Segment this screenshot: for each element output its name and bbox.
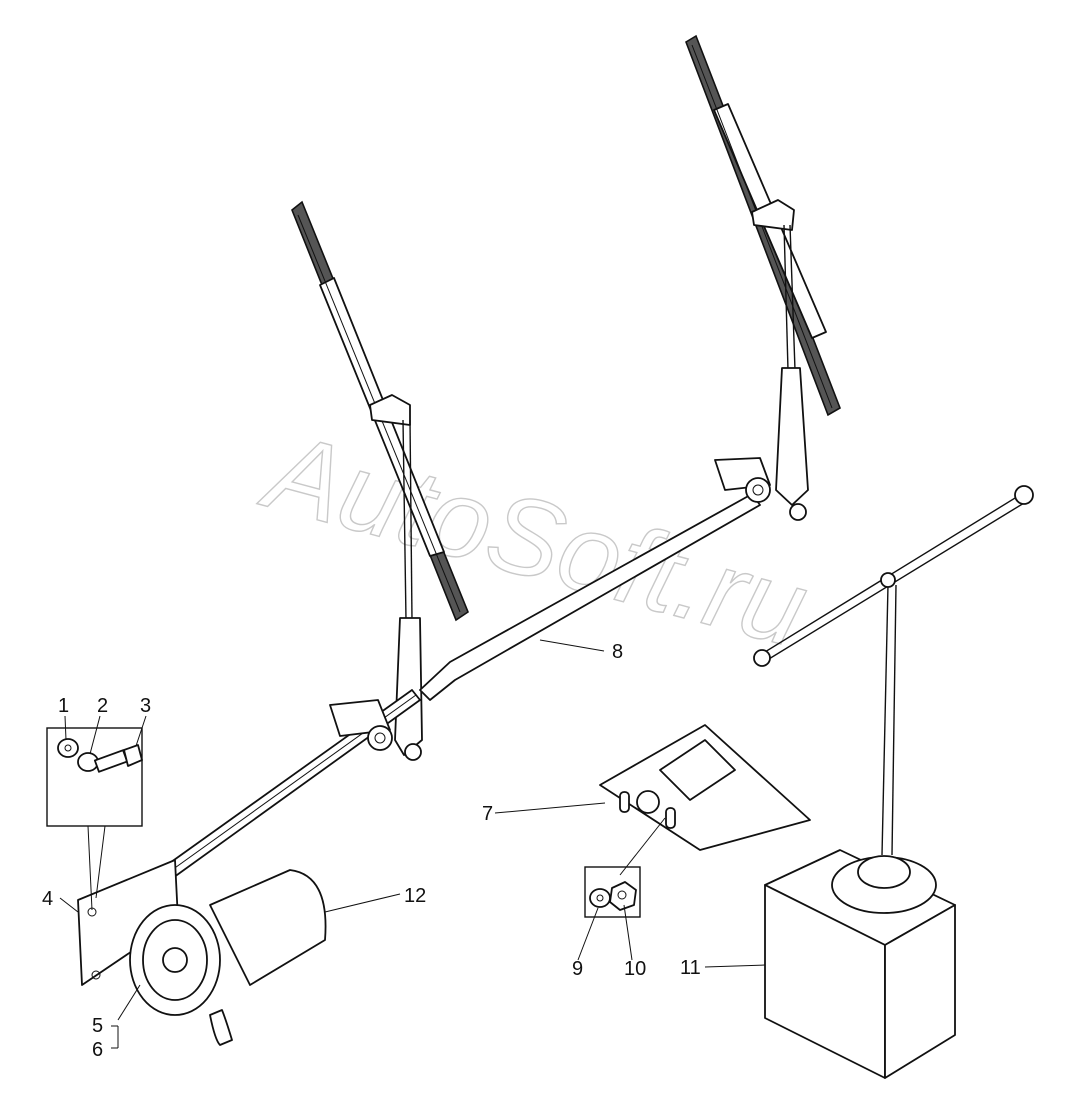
callout-10: 10 bbox=[624, 958, 646, 980]
washer-bracket bbox=[599, 724, 811, 851]
leader-lines bbox=[59, 639, 766, 1049]
callout-2: 2 bbox=[97, 695, 108, 717]
callout-1: 1 bbox=[58, 695, 69, 717]
callout-6: 6 bbox=[92, 1039, 103, 1061]
callout-11: 11 bbox=[680, 957, 701, 979]
callout-12: 12 bbox=[404, 885, 426, 907]
callout-4: 4 bbox=[42, 888, 53, 910]
right-wiper-arm bbox=[751, 199, 809, 521]
callout-7: 7 bbox=[482, 803, 493, 825]
fastener-kit-1-3 bbox=[46, 727, 143, 827]
washer-tank bbox=[764, 849, 956, 1079]
left-wiper-arm bbox=[369, 394, 423, 761]
callout-3: 3 bbox=[140, 695, 151, 717]
right-pivot-bracket bbox=[714, 457, 771, 503]
callout-9: 9 bbox=[572, 958, 583, 980]
left-pivot-bracket bbox=[329, 699, 393, 751]
callout-5: 5 bbox=[92, 1015, 103, 1037]
washer-hose bbox=[753, 485, 1034, 856]
callout-8: 8 bbox=[612, 641, 623, 663]
wiper-motor bbox=[129, 869, 327, 1046]
fastener-kit-9-10 bbox=[584, 866, 641, 918]
